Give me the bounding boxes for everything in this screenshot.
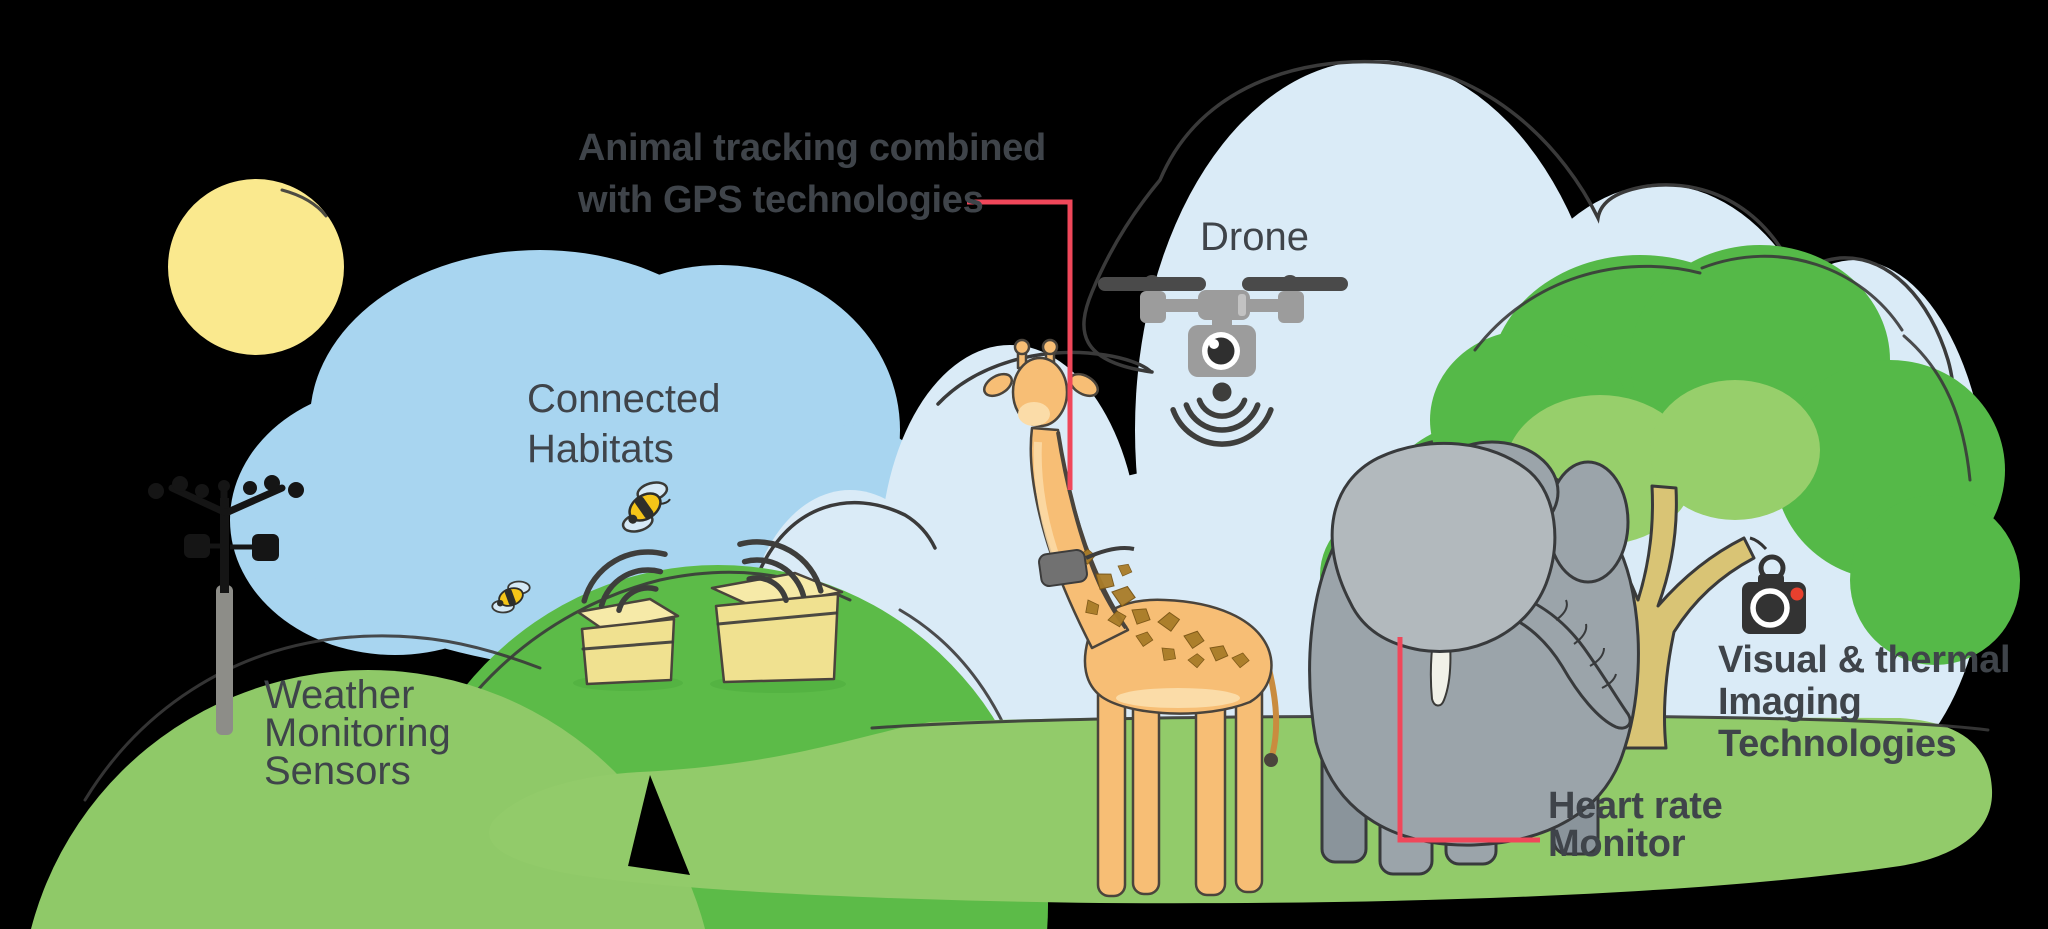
label-connected-1: Connected: [527, 377, 720, 421]
drone-with-camera-icon: [1098, 275, 1348, 447]
label-heart-1: Heart rate: [1548, 785, 1722, 827]
label-drone: Drone: [1200, 215, 1309, 259]
label-visual-2: Imaging: [1718, 681, 1862, 723]
giraffe-illustration: [983, 338, 1280, 898]
bee-icon-small: [491, 580, 531, 614]
label-animal-tracking-2: with GPS technologies: [577, 179, 983, 221]
giraffe-head: [983, 338, 1099, 428]
label-visual-3: Technologies: [1718, 723, 1957, 765]
signal-waves-icon: [1170, 382, 1274, 447]
photo-camera-icon: [1742, 536, 1806, 634]
gps-collar-icon: [1038, 546, 1135, 588]
sun-icon: [168, 179, 344, 355]
label-heart-2: Monitor: [1548, 823, 1686, 865]
label-weather-3: Sensors: [264, 749, 411, 793]
weather-station-icon: [148, 475, 304, 735]
labels: Animal tracking combined with GPS techno…: [264, 127, 2011, 865]
left-hive: [576, 597, 680, 686]
elephant-near-ear: [1330, 441, 1557, 653]
leader-line-gps: [967, 199, 1073, 490]
label-connected-2: Habitats: [527, 427, 674, 471]
beehive-boxes-icon: [573, 571, 846, 693]
giraffe-body: [1083, 598, 1273, 715]
cloud-outline: [1082, 59, 1957, 472]
elephant-trunk: [1460, 582, 1632, 730]
leader-line-heart: [1397, 637, 1540, 843]
label-weather-2: Monitoring: [264, 711, 451, 755]
right-hive: [710, 571, 844, 684]
bee-icon: [621, 481, 671, 533]
wifi-signal-icon: [581, 549, 668, 613]
drone-camera-icon: [1188, 325, 1256, 377]
wifi-signal-icon-2: [737, 539, 824, 603]
label-weather-1: Weather: [264, 673, 414, 717]
label-animal-tracking-1: Animal tracking combined: [578, 127, 1046, 169]
label-visual-1: Visual & thermal: [1718, 639, 2010, 681]
red-record-dot: [1790, 587, 1804, 601]
elephant-illustration: [1308, 440, 1640, 876]
elephant-far-ear: [1546, 460, 1630, 584]
